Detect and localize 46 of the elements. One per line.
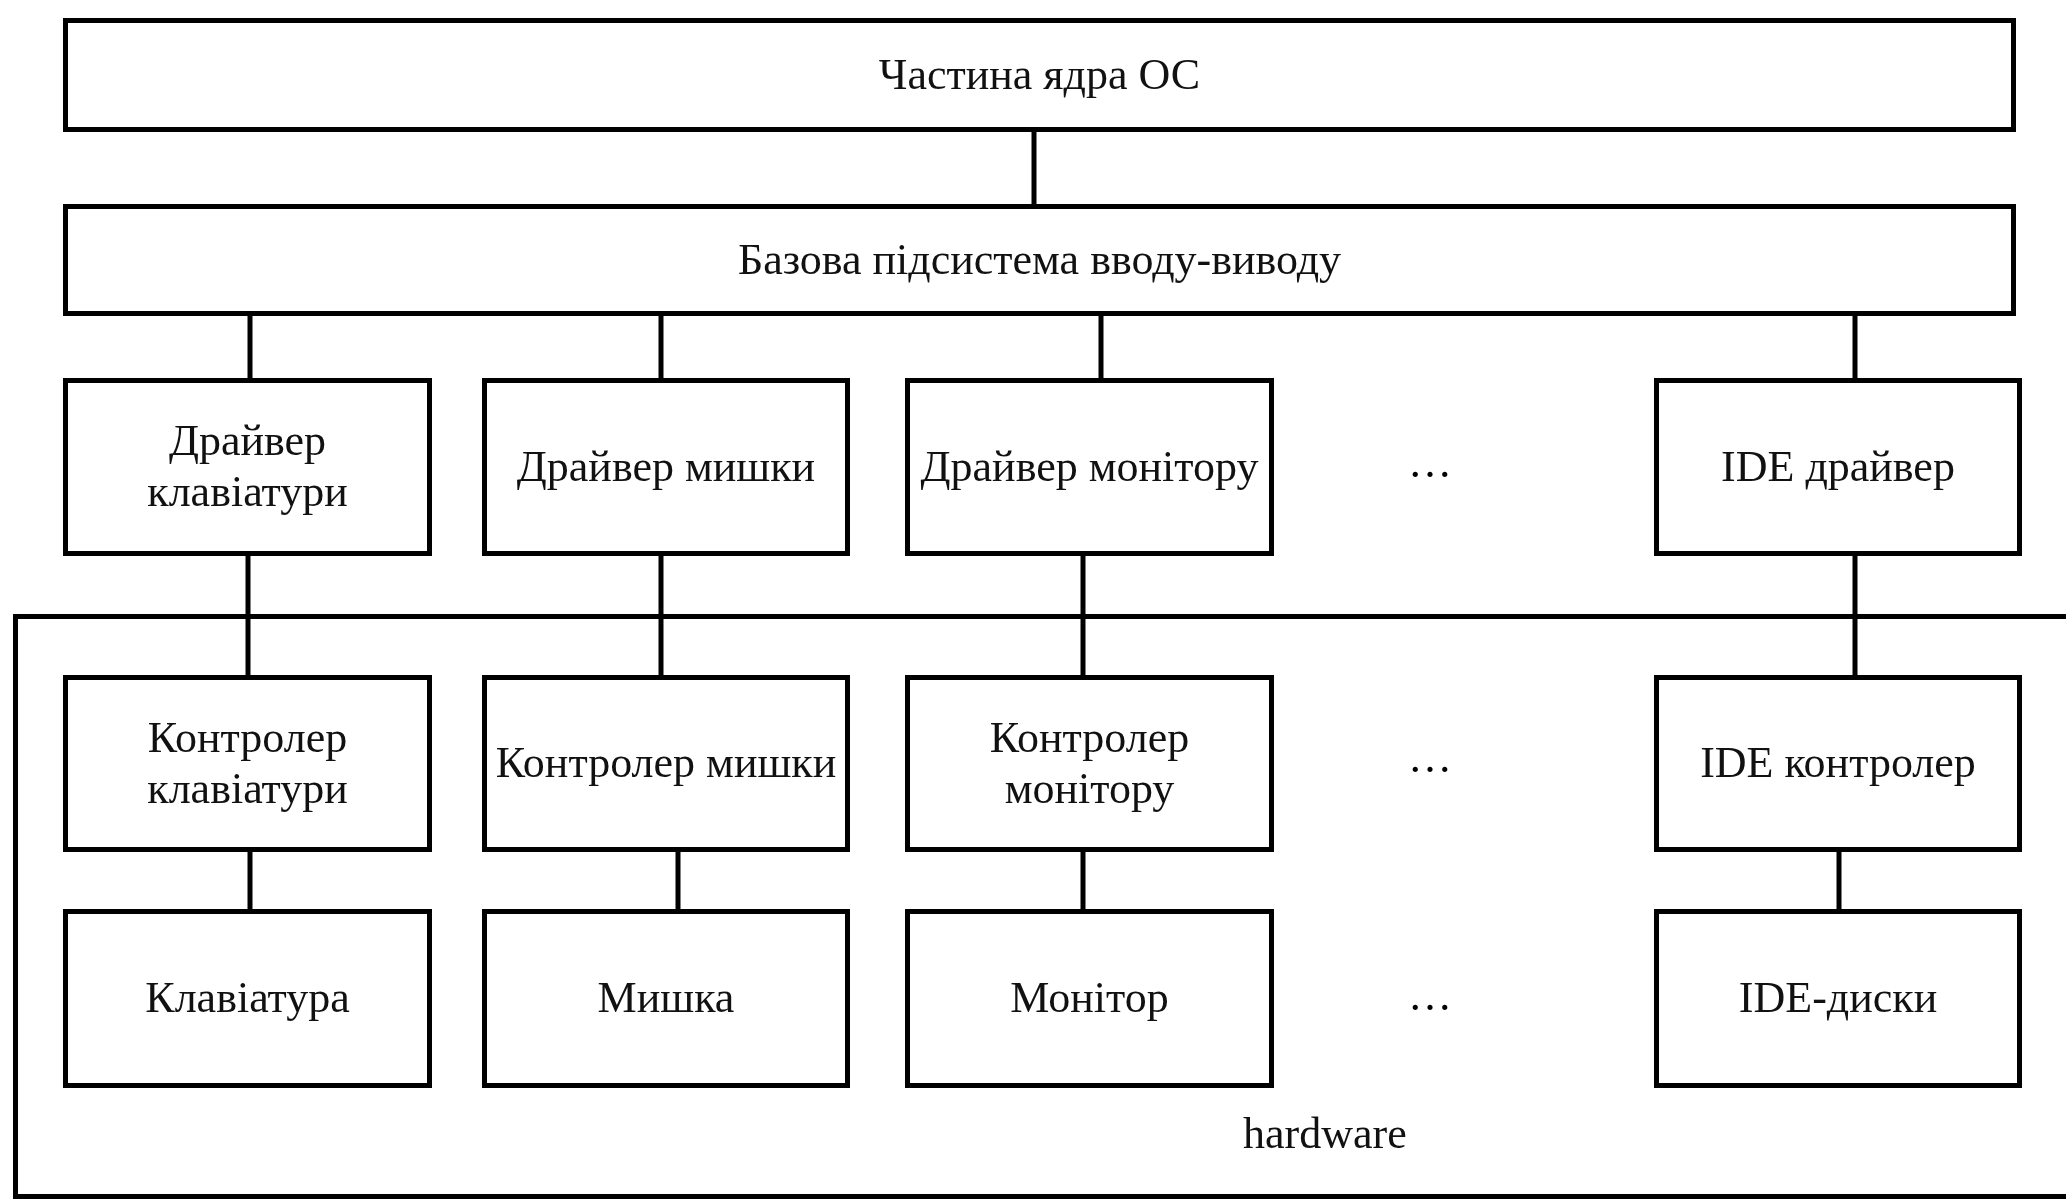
frame-label: hardware	[1243, 1109, 1407, 1160]
connector-line	[1852, 556, 1858, 675]
component-box	[1654, 675, 2022, 852]
connector-line	[675, 852, 681, 909]
connector-line	[658, 316, 664, 378]
component-box	[1654, 378, 2022, 556]
component-box	[63, 378, 432, 556]
connector-line	[245, 556, 251, 675]
connector-line	[1098, 316, 1104, 378]
box-label: Контролер клавіатури	[146, 712, 349, 815]
connector-line	[247, 316, 253, 378]
box-label: IDE контролер	[1700, 738, 1976, 789]
component-box	[1654, 909, 2022, 1088]
component-box	[905, 378, 1274, 556]
box-label: Частина ядра ОС	[878, 49, 1201, 101]
ellipsis-text: …	[1408, 970, 1452, 1021]
connector-line	[1080, 852, 1086, 909]
box-label: IDE драйвер	[1721, 441, 1955, 493]
ellipsis-text: …	[1408, 437, 1452, 488]
box-label: Монітор	[1010, 973, 1169, 1024]
box-label: Контролер монітору	[988, 712, 1191, 815]
box-label: Контролер мишки	[495, 738, 837, 789]
hardware-frame	[13, 614, 2066, 1199]
box-label: Драйвер монітору	[920, 441, 1259, 493]
component-box	[63, 204, 2016, 316]
connector-line	[1836, 852, 1842, 909]
component-box	[482, 378, 850, 556]
component-box	[905, 675, 1274, 852]
box-label: Драйвер мишки	[516, 441, 816, 493]
box-label: Драйвер клавіатури	[146, 416, 349, 518]
component-box	[482, 675, 850, 852]
box-label: Базова підсистема вводу-виводу	[737, 234, 1342, 286]
component-box	[63, 909, 432, 1088]
connector-line	[1852, 316, 1858, 378]
box-label: Клавіатура	[145, 973, 350, 1024]
connector-line	[1031, 132, 1037, 204]
box-label: Мишка	[597, 973, 735, 1024]
connector-line	[247, 852, 253, 909]
component-box	[905, 909, 1274, 1088]
component-box	[63, 675, 432, 852]
connector-line	[658, 556, 664, 675]
ellipsis-text: …	[1408, 732, 1452, 783]
component-box	[63, 18, 2016, 132]
box-label: IDE-диски	[1738, 973, 1938, 1024]
component-box	[482, 909, 850, 1088]
connector-line	[1080, 556, 1086, 675]
